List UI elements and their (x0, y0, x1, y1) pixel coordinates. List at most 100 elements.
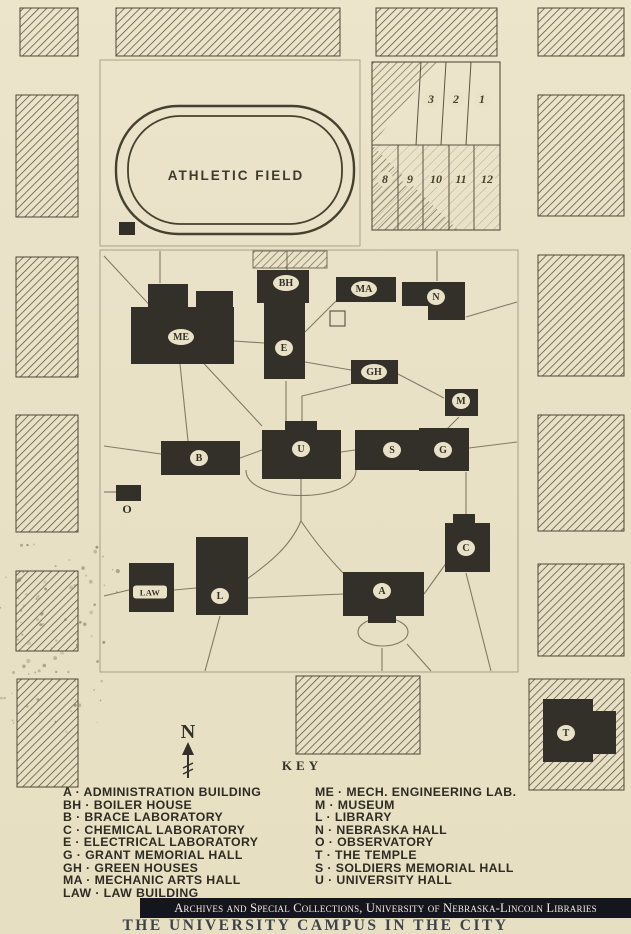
city-block (19, 7, 79, 57)
map-graphic (12, 722, 15, 724)
key-entry: T · THE TEMPLE (315, 847, 417, 862)
building-t: T (543, 699, 616, 762)
map-graphic (77, 580, 80, 583)
key-entry: S · SOLDIERS MEMORIAL HALL (315, 860, 514, 875)
city-block (15, 256, 79, 378)
map-title: THE UNIVERSITY CAMPUS IN THE CITY (122, 917, 509, 934)
lots-hatch (372, 145, 500, 230)
map-graphic (474, 91, 490, 107)
map-graphic (56, 677, 61, 682)
campus-path (423, 561, 448, 595)
map-graphic (34, 671, 37, 674)
map-graphic (64, 618, 67, 622)
map-graphic (74, 698, 77, 701)
map-graphic (67, 670, 70, 674)
key-entry: C · CHEMICAL LABORATORY (63, 822, 246, 837)
map-graphic (93, 688, 96, 692)
map-graphic (428, 306, 465, 320)
map-graphic (96, 721, 98, 724)
city-block (115, 7, 341, 57)
lot-label-3: 3 (427, 92, 434, 106)
coal-yard (252, 250, 328, 269)
campus-paths (103, 251, 518, 672)
map-graphic (593, 711, 616, 754)
map-graphic (115, 590, 118, 593)
building-law: LAW (129, 563, 174, 612)
map-graphic (54, 565, 57, 568)
city-block (537, 7, 625, 57)
building-b: B (161, 441, 240, 475)
map-graphic (448, 91, 464, 107)
key-entry: GH · GREEN HOUSES (63, 860, 199, 875)
lot-label-10: 10 (430, 172, 442, 186)
lots-hatch (372, 62, 438, 145)
building-label-n: N (432, 292, 440, 303)
map-graphic (428, 171, 444, 187)
key-entry: N · NEBRASKA HALL (315, 822, 448, 837)
map-graphic (3, 696, 6, 700)
map-graphic (211, 588, 229, 604)
building-label-a: A (378, 586, 386, 597)
map-graphic (11, 719, 14, 722)
campus-path (247, 593, 344, 599)
map-graphic (26, 658, 31, 664)
map-graphic (81, 566, 85, 570)
building-c: C (445, 514, 490, 572)
campus-path (179, 363, 189, 442)
lot-label-2: 2 (452, 92, 459, 106)
map-graphic (423, 91, 439, 107)
key-entry: E · ELECTRICAL LABORATORY (63, 835, 259, 850)
map-graphic (361, 364, 387, 380)
campus-path (300, 520, 344, 574)
campus-path (103, 445, 162, 455)
building-gh: GH (351, 360, 398, 384)
map-graphic (77, 703, 82, 707)
map-graphic (17, 597, 20, 600)
city-block (15, 94, 79, 218)
map-graphic (190, 450, 208, 466)
campus-path (173, 587, 197, 591)
map-graphic (452, 393, 470, 409)
building-ma: MA (336, 277, 396, 302)
lot-label-9: 9 (407, 172, 413, 186)
map-graphic (133, 585, 167, 599)
building-label-b: B (196, 453, 203, 464)
athletic-block-border (99, 59, 361, 247)
map-graphic (54, 720, 57, 723)
map-graphic (168, 329, 194, 345)
map-graphic (457, 540, 475, 556)
campus-path (246, 520, 302, 580)
track-inner (127, 115, 343, 225)
key-entry: BH · BOILER HOUSE (63, 797, 193, 812)
map-graphic (377, 171, 393, 187)
city-block (537, 563, 625, 657)
city-block (375, 7, 498, 57)
map-graphic (111, 568, 114, 571)
map-graphic (292, 441, 310, 457)
city-block (537, 414, 625, 532)
key-heading: KEY (281, 758, 323, 773)
map-graphic (41, 622, 45, 626)
building-label-law: LAW (140, 588, 161, 598)
map-graphic (83, 622, 87, 626)
building-label-l: L (217, 591, 224, 602)
building-label-me: ME (173, 332, 189, 343)
map-graphic (35, 617, 40, 622)
building-label-s: S (389, 445, 395, 456)
map-graphic (11, 670, 16, 675)
map-graphic (19, 543, 24, 547)
key-entry: ME · MECH. ENGINEERING LAB. (315, 785, 517, 799)
building-label-c: C (462, 543, 469, 554)
map-graphic (68, 558, 71, 562)
map-graphic (25, 593, 28, 596)
map-graphic (116, 485, 141, 501)
map-graphic (21, 633, 24, 636)
map-graphic (0, 696, 3, 700)
building-u: U (262, 421, 341, 479)
campus-path (301, 383, 352, 426)
map-graphic (37, 594, 40, 597)
key-entry: G · GRANT MEMORIAL HALL (63, 847, 243, 862)
